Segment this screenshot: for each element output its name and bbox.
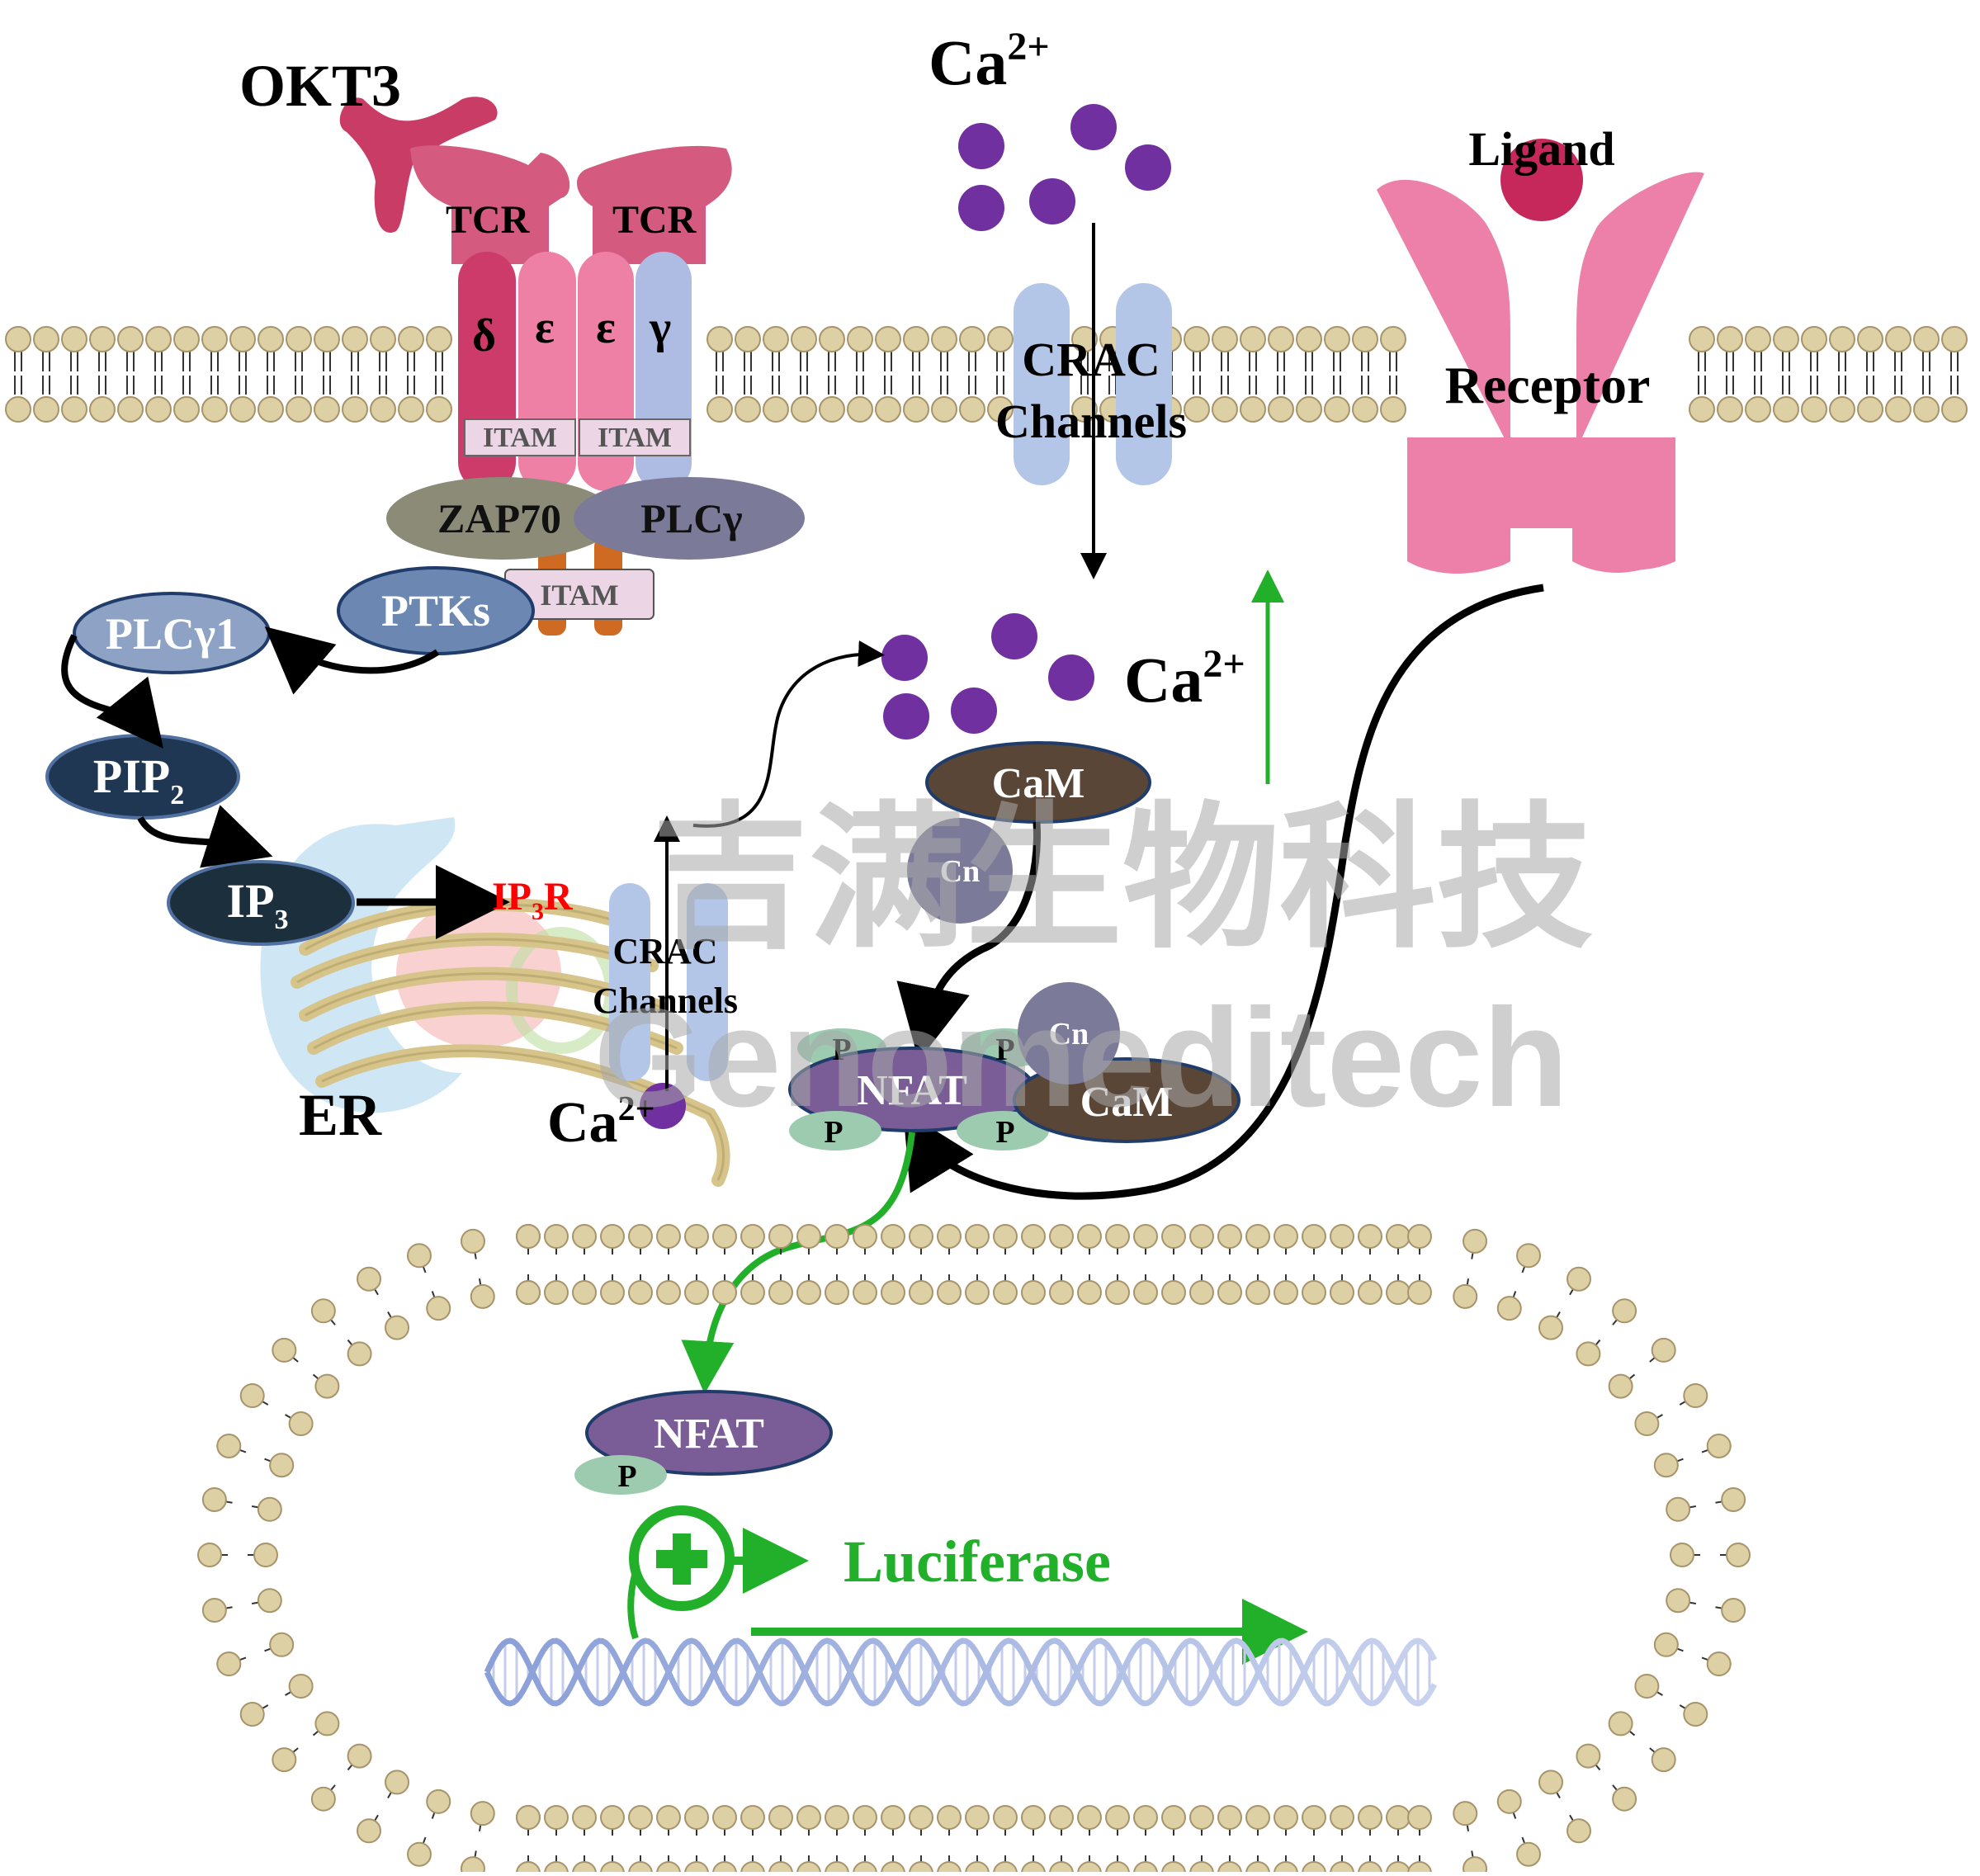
receptor-complex: Ligand Receptor: [903, 122, 1704, 1200]
p-label-2: P: [995, 1033, 1014, 1067]
phospho-nucleus: [574, 1455, 667, 1495]
phospho-4: [957, 1111, 1049, 1151]
ca-to-cytoplasm-arrow: [692, 640, 885, 828]
itam-label-left: ITAM: [483, 423, 557, 453]
ca-top-label: Ca2+: [929, 25, 1050, 98]
ip3r-label: IP3R: [492, 875, 574, 925]
pip2-label: PIP2: [93, 749, 184, 810]
crac-channel-pm: CRAC Channels: [995, 223, 1187, 579]
nucleus-contents: NFAT P Luciferase: [484, 1390, 1438, 1707]
cam-top-label: CaM: [992, 760, 1085, 807]
watermark: 吉满生物科技 Genomeditech: [594, 792, 1593, 1136]
luciferase-label: Luciferase: [844, 1529, 1111, 1595]
extracellular-calcium: Ca2+: [929, 25, 1171, 231]
nfat-nucleus-label: NFAT: [654, 1411, 764, 1458]
zap70: [386, 477, 617, 560]
plc-gamma-label: PLCγ: [640, 495, 742, 541]
ligand: [1500, 139, 1583, 221]
nfat-nucleus: [585, 1390, 833, 1476]
watermark-cn: 吉满生物科技: [652, 792, 1593, 966]
er-label: ER: [299, 1082, 382, 1148]
itam-label-lower: ITAM: [540, 579, 618, 612]
tcr-left-label: TCR: [446, 198, 531, 242]
delta-label: δ: [472, 310, 496, 361]
itam-label-right: ITAM: [598, 423, 672, 453]
tcr-complex: OKT3 TCR TCR δ ε ε γ ITAM ITAM ZAP70 PLC…: [239, 53, 805, 655]
p-label-nucleus: P: [617, 1459, 636, 1494]
cn-bound: [1018, 982, 1120, 1084]
okt3-antibody: [339, 97, 498, 233]
crac-label-1: CRAC: [1022, 333, 1160, 386]
receptor-signal-arrow: [903, 584, 1544, 1200]
itam-box-right: [579, 418, 691, 456]
phospho-3: [789, 1111, 881, 1151]
ca-ions-cytoplasm: [881, 613, 1094, 740]
ip3-label: IP3: [227, 874, 289, 935]
nfat-cyto-label: NFAT: [857, 1067, 967, 1114]
receptor-body: [1407, 437, 1675, 574]
p-label-4: P: [995, 1115, 1014, 1150]
zap70-label: ZAP70: [437, 495, 561, 541]
ca-er-label: Ca2+: [547, 1090, 655, 1155]
plc-gamma: [574, 477, 805, 560]
ptks-to-plcg1-arrow: [264, 626, 440, 695]
itam-box-left: [464, 418, 576, 456]
ligand-label: Ligand: [1468, 122, 1614, 176]
cn-top-label: Cn: [940, 854, 981, 889]
ca-ion-er: [640, 1083, 686, 1129]
calcineurin-complex: CaM Cn NFAT P P P P CaM Cn: [681, 741, 1240, 1394]
plus-promoter-icon: [627, 1505, 809, 1640]
cytoplasmic-calcium: Ca2+: [881, 569, 1284, 784]
nfat-translocation-arrow: [681, 1132, 915, 1394]
tcr-left: [410, 145, 570, 264]
crac-label-2: Channels: [995, 395, 1187, 448]
plcg1-to-pip2-arrow: [61, 634, 164, 749]
tcr-right: [576, 145, 732, 264]
epsilon-label-1: ε: [535, 302, 555, 353]
ca-ions-top: [958, 104, 1171, 231]
tcr-right-label: TCR: [612, 198, 697, 242]
signaling-cascade: PLCγ1 PIP2 IP3 IP3R: [45, 592, 574, 946]
plcg1-label: PLCγ1: [106, 609, 238, 659]
okt3-label: OKT3: [239, 53, 401, 119]
nuclear-membrane: [197, 1224, 1751, 1876]
epsilon-label-2: ε: [596, 302, 616, 353]
receptor-label: Receptor: [1445, 356, 1651, 414]
cam-cn-to-nfat-arrow: [896, 821, 1041, 1061]
crac-channel-er: CRAC Channels Ca2+: [547, 640, 885, 1155]
ptks-label: PTKs: [381, 586, 490, 636]
p-label-1: P: [832, 1033, 851, 1067]
p-label-3: P: [824, 1115, 843, 1150]
cam-bound-label: CaM: [1080, 1079, 1174, 1126]
dna-helix: [484, 1637, 1438, 1707]
ca-cyto-label: Ca2+: [1124, 642, 1245, 716]
plasma-membrane: [5, 326, 1968, 423]
pip2-to-ip3-arrow: [137, 805, 273, 868]
cn-top: [907, 818, 1013, 924]
cn-bound-label: Cn: [1049, 1017, 1089, 1051]
gamma-label: γ: [649, 302, 671, 353]
watermark-en: Genomeditech: [594, 980, 1569, 1136]
